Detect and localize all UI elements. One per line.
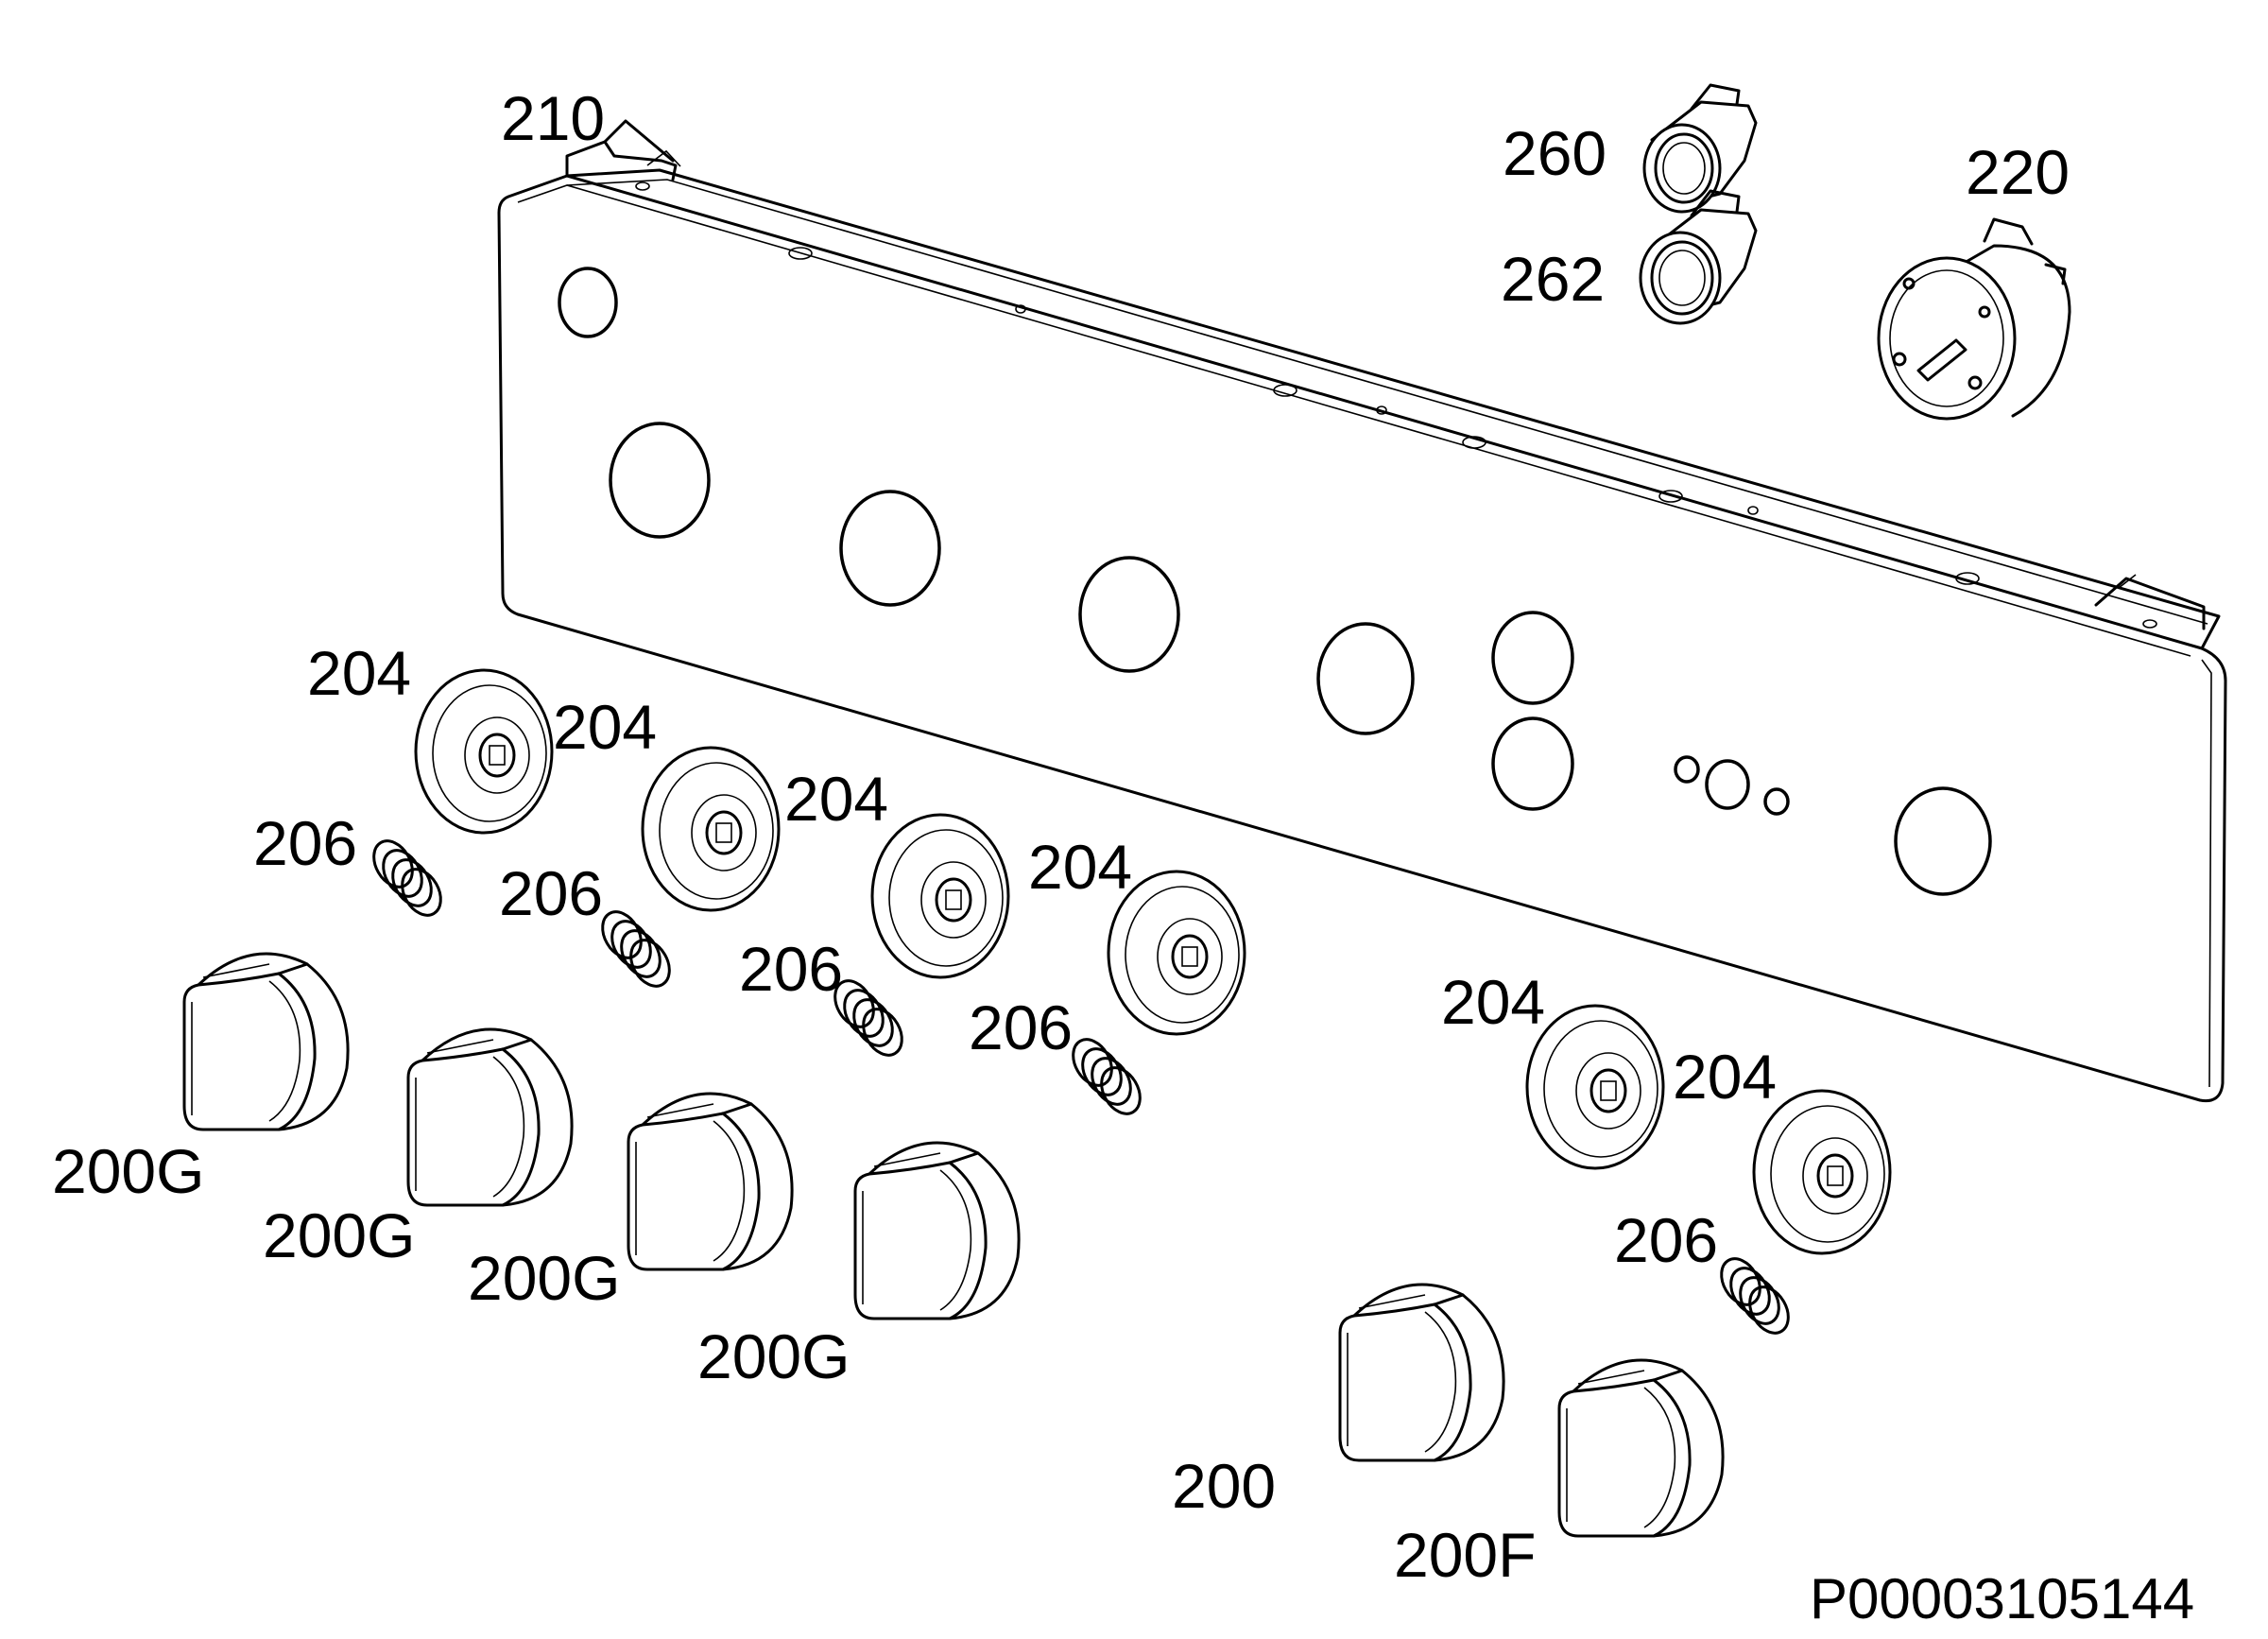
label-lamp-upper: 260 [1503,118,1606,188]
label-bezel-5: 204 [1441,967,1545,1037]
label-spring-5: 206 [1614,1205,1718,1275]
label-panel: 210 [501,83,605,153]
label-knob-gas-4: 200G [697,1321,850,1391]
timer [1877,217,2071,421]
knob-plain [1338,1283,1505,1462]
bezel-6 [1752,1089,1892,1255]
label-spring-3: 206 [739,934,843,1004]
knob-gas-2 [406,1027,574,1207]
label-spring-1: 206 [253,808,357,878]
bezel-2 [641,746,781,912]
bezel-1 [414,668,554,835]
indicator-lamp-lower [1639,189,1758,325]
label-spring-2: 206 [499,858,603,928]
label-bezel-3: 204 [784,764,888,834]
spring-2 [593,903,679,995]
spring-5 [1711,1250,1798,1342]
label-spring-4: 206 [969,992,1073,1062]
spring-4 [1063,1030,1150,1123]
label-knob-gas-1: 200G [52,1136,204,1206]
indicator-lamp-upper [1642,83,1758,214]
spring-1 [364,832,451,924]
knob-gas-3 [627,1092,794,1271]
label-bezel-2: 204 [553,692,657,762]
label-timer: 220 [1966,137,2070,207]
control-panel [497,119,2227,1103]
knob-gas-4 [853,1141,1021,1320]
label-knob: 200 [1172,1451,1276,1521]
label-knob-gas-2: 200G [263,1200,415,1270]
label-lamp-lower: 262 [1501,244,1605,314]
knob-gas-1 [182,952,350,1131]
label-knob-f: 200F [1394,1520,1536,1590]
bezel-3 [870,813,1010,979]
label-bezel-6: 204 [1673,1042,1777,1112]
part-reference-number: P00003105144 [1810,1567,2194,1630]
label-bezel-4: 204 [1028,832,1132,902]
label-knob-gas-3: 200G [468,1243,620,1313]
bezel-5 [1525,1004,1665,1170]
label-bezel-1: 204 [307,638,411,708]
knob-f [1557,1358,1725,1538]
